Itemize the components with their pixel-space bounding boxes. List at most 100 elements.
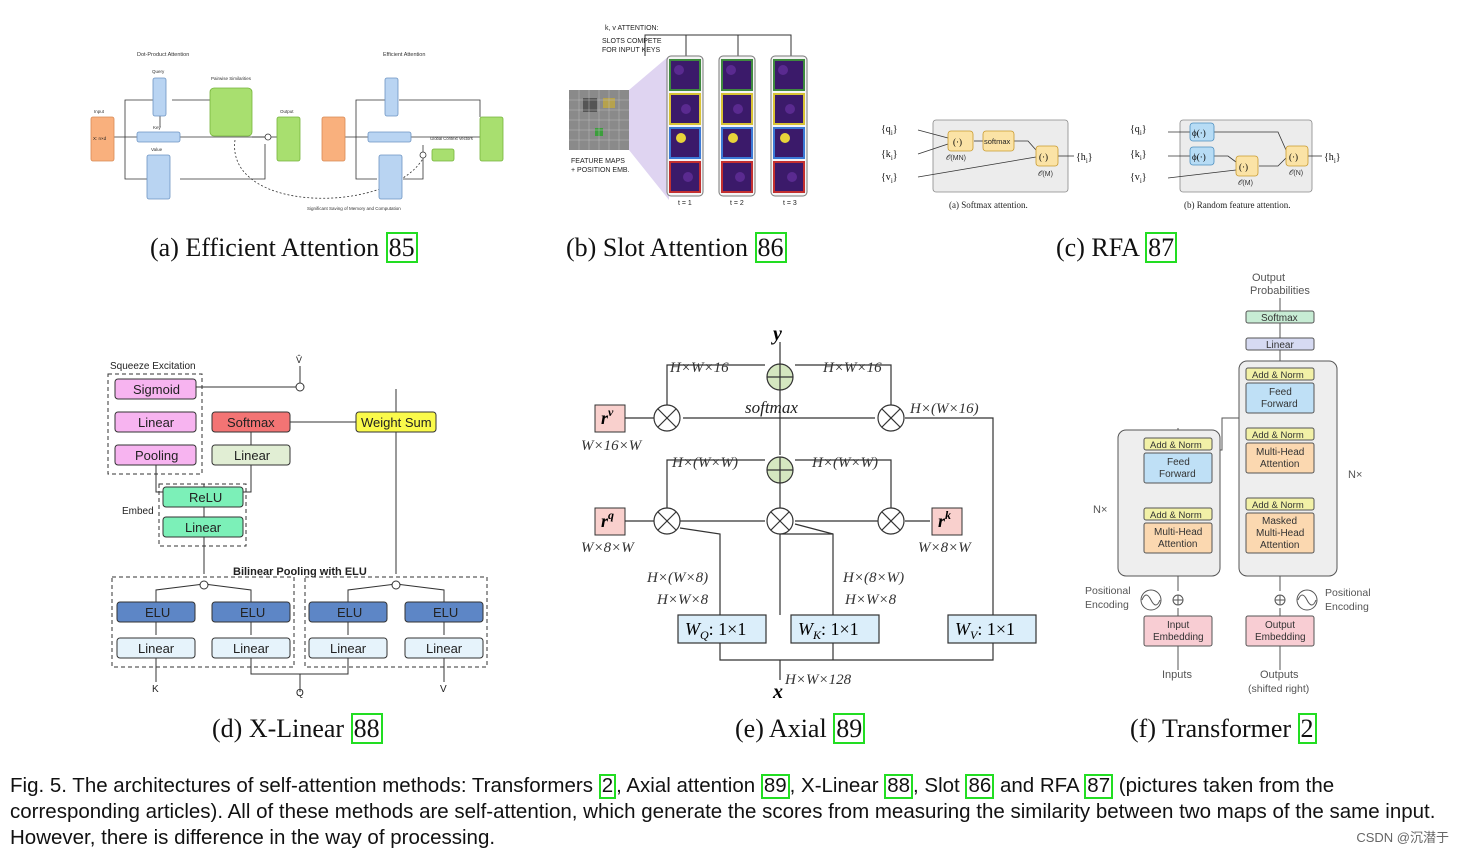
caption-part-2: , Axial attention <box>616 774 761 797</box>
f-enc-addnorm-2: Add & Norm <box>1150 510 1202 521</box>
b-compete-1: SLOTS COMPETE <box>602 38 662 45</box>
e-hw16-right: H×W×16 <box>822 360 882 376</box>
xlinear-elu-box <box>308 601 388 623</box>
svg-text:rq: rq <box>601 508 614 531</box>
xlinear-elu-label: ELU <box>337 605 362 620</box>
c-sub-b: (b) Random feature attention. <box>1184 200 1290 210</box>
svg-text:{ki}: {ki} <box>881 149 898 162</box>
c-om-right: 𝒪(M) <box>1238 180 1253 187</box>
subcaption-c: (c) RFA 87 <box>1056 232 1178 264</box>
d-linear-sm: Linear <box>234 448 271 463</box>
e-hw16-left: H×W×16 <box>669 360 729 376</box>
svg-text:(·): (·) <box>1289 152 1298 162</box>
f-inputs: Inputs <box>1162 669 1192 681</box>
e-wk: W <box>798 619 815 639</box>
slot-blob <box>785 104 795 114</box>
figure-transformer: Output Probabilities Softmax Linear Add … <box>1085 272 1371 695</box>
e-softmax: softmax <box>745 398 798 417</box>
xlinear-linear-box <box>308 637 388 659</box>
slot-blob <box>733 104 743 114</box>
svg-text:(·): (·) <box>1039 152 1048 162</box>
svg-text:rk: rk <box>938 508 951 531</box>
subcaption-e-cite[interactable]: 89 <box>833 713 866 745</box>
d-bilinear: Bilinear Pooling with ELU <box>233 566 367 578</box>
caption-cite-xlinear[interactable]: 88 <box>884 774 914 799</box>
xlinear-elu-box <box>404 601 484 623</box>
d-sigmoid: Sigmoid <box>133 382 180 397</box>
d-weight-sum: Weight Sum <box>361 415 432 430</box>
d-sigmoid-box <box>114 378 197 400</box>
slot-blob <box>778 65 788 75</box>
caption-part-4: , Slot <box>913 774 966 797</box>
xlinear-linear-box <box>404 637 484 659</box>
figure-x-linear: V̂ Squeeze Excitation Sigmoid Linear Poo… <box>107 355 488 699</box>
b-t1: t = 1 <box>678 200 692 207</box>
subcaption-f-cite[interactable]: 2 <box>1297 713 1317 745</box>
subcaption-c-cite[interactable]: 87 <box>1145 232 1178 264</box>
a-query-label: Query <box>152 69 165 74</box>
subcaption-a-cite[interactable]: 85 <box>385 232 418 264</box>
e-wk-1x1: : 1×1 <box>821 619 859 639</box>
caption-cite-axial[interactable]: 89 <box>760 774 790 799</box>
b-feature-1: FEATURE MAPS <box>571 158 625 165</box>
e-wk-sub: K <box>812 628 822 642</box>
d-softmax: Softmax <box>227 415 275 430</box>
d-k: K <box>152 684 159 695</box>
slot-tile <box>669 127 701 159</box>
d-relu: ReLU <box>189 490 222 505</box>
f-pos-left-1: Positional <box>1085 585 1131 597</box>
e-wv: W <box>955 619 972 639</box>
svg-text:ϕ(·): ϕ(·) <box>1192 152 1206 162</box>
f-out-emb-1: Output <box>1265 620 1295 631</box>
caption-cite-slot[interactable]: 86 <box>965 774 995 799</box>
svg-text:ϕ(·): ϕ(·) <box>1192 128 1206 138</box>
b-attention-label: k, v ATTENTION: <box>605 25 659 32</box>
xlinear-linear-label: Linear <box>138 641 175 656</box>
figure-slot-attention: k, v ATTENTION: SLOTS COMPETE FOR INPUT … <box>569 25 808 207</box>
c-sub-a: (a) Softmax attention. <box>949 200 1028 210</box>
f-dec-addnorm-3: Add & Norm <box>1252 500 1304 511</box>
subcaption-a-text: (a) Efficient Attention <box>150 233 386 262</box>
slot-tile <box>669 59 701 91</box>
dot-product-title: Dot-Product Attention <box>137 52 189 58</box>
f-pos-right-1: Positional <box>1325 587 1371 599</box>
f-output-prob-1: Output <box>1252 272 1285 284</box>
f-in-emb-1: Input <box>1167 620 1189 631</box>
e-w16w: W×16×W <box>581 438 643 454</box>
c-on: 𝒪(N) <box>1289 170 1303 177</box>
e-wq: W <box>685 619 702 639</box>
subcaption-b-cite[interactable]: 86 <box>754 232 787 264</box>
xlinear-linear-box <box>211 637 291 659</box>
subcaption-d-cite[interactable]: 88 <box>350 713 383 745</box>
f-enc-feed-1: Feed <box>1167 457 1190 468</box>
e-wv-1x1: : 1×1 <box>977 619 1015 639</box>
xlinear-linear-label: Linear <box>330 641 367 656</box>
c-softmax: softmax <box>984 137 1011 146</box>
figure-caption: Fig. 5. The architectures of self-attent… <box>10 773 1460 851</box>
svg-text:(·): (·) <box>953 137 962 147</box>
f-dec-masked: Masked <box>1262 516 1297 527</box>
slot-blob <box>728 133 738 143</box>
e-x: x <box>772 681 783 703</box>
b-t2: t = 2 <box>730 200 744 207</box>
caption-cite-rfa[interactable]: 87 <box>1084 774 1114 799</box>
d-pooling: Pooling <box>135 448 178 463</box>
f-pos-right-2: Encoding <box>1325 601 1369 613</box>
svg-text:{qi}: {qi} <box>1130 124 1147 137</box>
e-rq: r <box>601 511 609 531</box>
e-hw8b-right: H×W×8 <box>844 592 897 608</box>
f-output-prob-2: Probabilities <box>1250 285 1310 297</box>
xlinear-elu-label: ELU <box>433 605 458 620</box>
xlinear-elu-box <box>116 601 196 623</box>
slot-blob <box>674 65 684 75</box>
d-q: Q <box>296 688 304 699</box>
f-outputs: Outputs <box>1260 669 1299 681</box>
svg-text:WK: 1×1: WK: 1×1 <box>798 619 859 642</box>
f-dec-feed-1: Feed <box>1269 387 1292 398</box>
caption-cite-transformer[interactable]: 2 <box>598 774 617 799</box>
f-shifted: (shifted right) <box>1248 683 1309 695</box>
f-dec-mh-2: Attention <box>1260 459 1299 470</box>
e-rk-sup: k <box>945 508 951 522</box>
e-hw128: H×W×128 <box>784 672 852 688</box>
a-output-label-left: Output <box>280 109 294 114</box>
